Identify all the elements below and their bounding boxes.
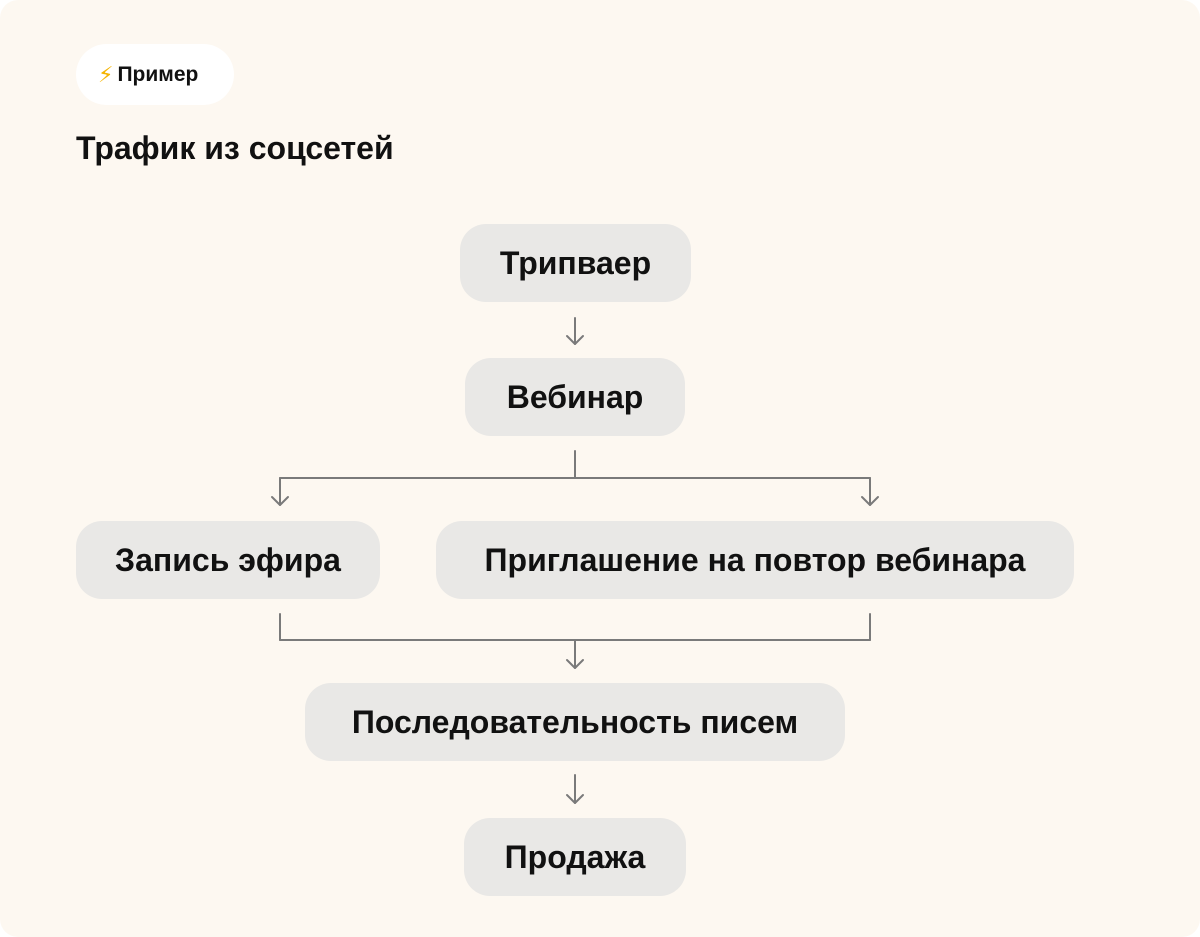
diagram-title: Трафик из соцсетей — [76, 130, 394, 166]
edge-tripwire-webinar — [566, 317, 584, 345]
node-invite: Приглашение на повтор вебинара — [436, 521, 1074, 599]
edge-emails-sale — [566, 774, 584, 804]
edge-split-record — [271, 477, 289, 506]
node-emails: Последовательность писем — [305, 683, 845, 761]
badge-label: Пример — [117, 62, 199, 86]
node-tripwire: Трипваер — [460, 224, 691, 302]
edge-webinar-split — [279, 450, 871, 479]
example-badge: ⚡ Пример — [76, 44, 234, 105]
node-record: Запись эфира — [76, 521, 380, 599]
edge-split-invite — [861, 477, 879, 506]
edge-merge-emails — [279, 613, 871, 669]
node-sale: Продажа — [464, 818, 686, 896]
node-webinar: Вебинар — [465, 358, 685, 436]
lightning-icon: ⚡ — [98, 61, 114, 87]
